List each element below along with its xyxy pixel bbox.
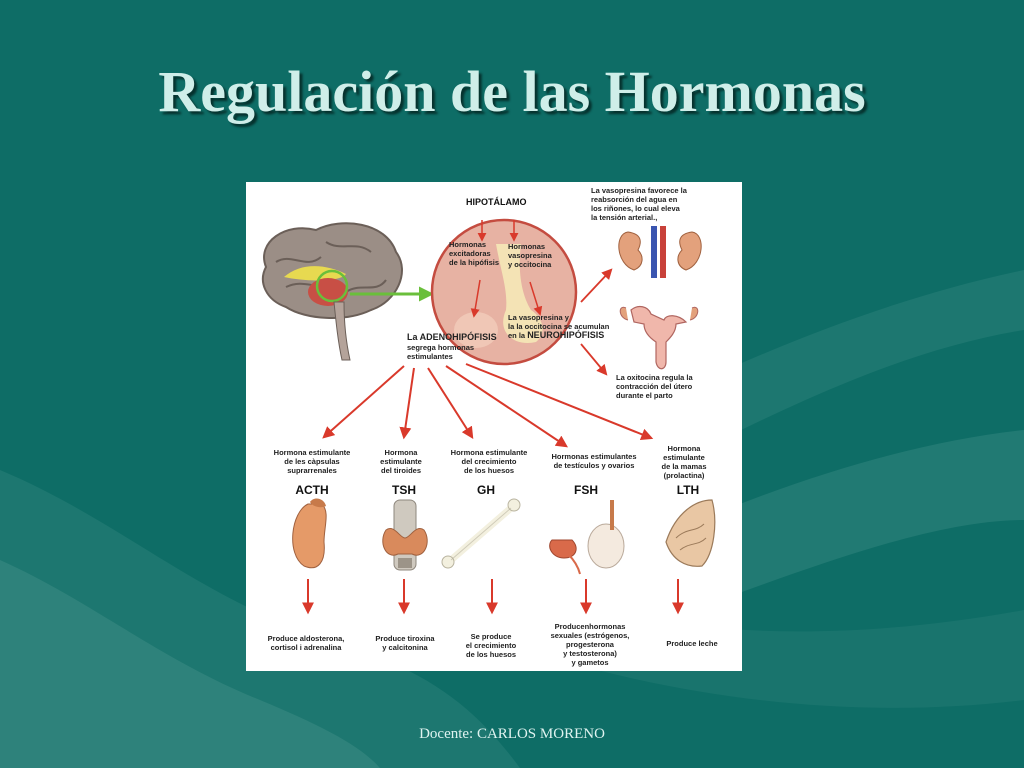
vasopressin-oxytocin-label: Hormonas vasopresina y occitocina	[508, 242, 552, 269]
adenohypophysis-secretes-label: segrega hormonas estimulantes	[407, 343, 475, 361]
hormone-regulation-diagram: HIPOTÁLAMO Hormonas excitadoras de la hi…	[246, 182, 742, 671]
slide-title: Regulación de las Hormonas	[158, 59, 866, 124]
vasopressin-effect-text: La vasopresina favorece la reabsorción d…	[591, 186, 687, 222]
hormone-abbr-lth: LTH	[676, 483, 700, 497]
adenohypophysis-label: La ADENOHIPÓFISIS	[407, 332, 497, 342]
bone-illustration	[441, 498, 521, 569]
uterus-illustration	[619, 305, 699, 370]
slide-footer: Docente: CARLOS MORENO	[419, 726, 605, 742]
adenohypophysis-arrows	[322, 363, 654, 448]
hormone-description-lth: Hormona estimulante de la mamas (prolact…	[661, 444, 707, 480]
hormone-effect-lth: Produce leche	[666, 639, 718, 648]
hormone-effect-gh: Se produce el crecimiento de los huesos	[465, 632, 517, 659]
adrenal-gland-illustration	[292, 498, 327, 569]
hormone-abbr-tsh: TSH	[392, 483, 416, 497]
hormone-effect-acth: Produce aldosterona, cortisol i adrenali…	[267, 634, 345, 652]
effect-arrows	[302, 579, 684, 615]
hypothalamus-label: HIPOTÁLAMO	[466, 197, 527, 207]
oxytocin-effect-text: La oxitocina regula la contracción del ú…	[616, 373, 693, 400]
neurohypophysis-label: NEUROHIPÓFISIS	[527, 330, 605, 340]
hormone-description-tsh: Hormona estimulante del tiroides	[380, 448, 422, 475]
brain-illustration	[261, 222, 434, 361]
excitatory-hormones-label: Hormonas excitadoras de la hipófisis	[449, 240, 500, 267]
hormone-description-fsh: Hormonas estimulantes de testículos y ov…	[551, 452, 637, 470]
gonads-illustration	[549, 500, 625, 575]
mammary-gland-illustration	[665, 499, 716, 567]
hormone-description-acth: Hormona estimulante de les càpsulas supr…	[273, 448, 351, 475]
hormone-description-gh: Hormona estimulante del crecimiento de l…	[450, 448, 528, 475]
hormone-abbr-fsh: FSH	[574, 483, 598, 497]
diagram-graphics	[261, 218, 716, 615]
hormone-abbr-gh: GH	[477, 483, 495, 497]
hormone-abbr-acth: ACTH	[295, 483, 329, 497]
accumulation-label: La vasopresina y la la occitocina se acu…	[508, 313, 609, 340]
hypophysis-circle	[430, 218, 578, 366]
hormone-effect-fsh: Producenhormonas sexuales (estrógenos, p…	[550, 622, 630, 667]
thyroid-illustration	[382, 499, 428, 571]
hormone-effect-tsh: Produce tiroxina y calcitonina	[375, 634, 435, 652]
accumulation-text: La vasopresina y la la occitocina se acu…	[508, 313, 610, 340]
kidneys-illustration	[618, 226, 702, 278]
